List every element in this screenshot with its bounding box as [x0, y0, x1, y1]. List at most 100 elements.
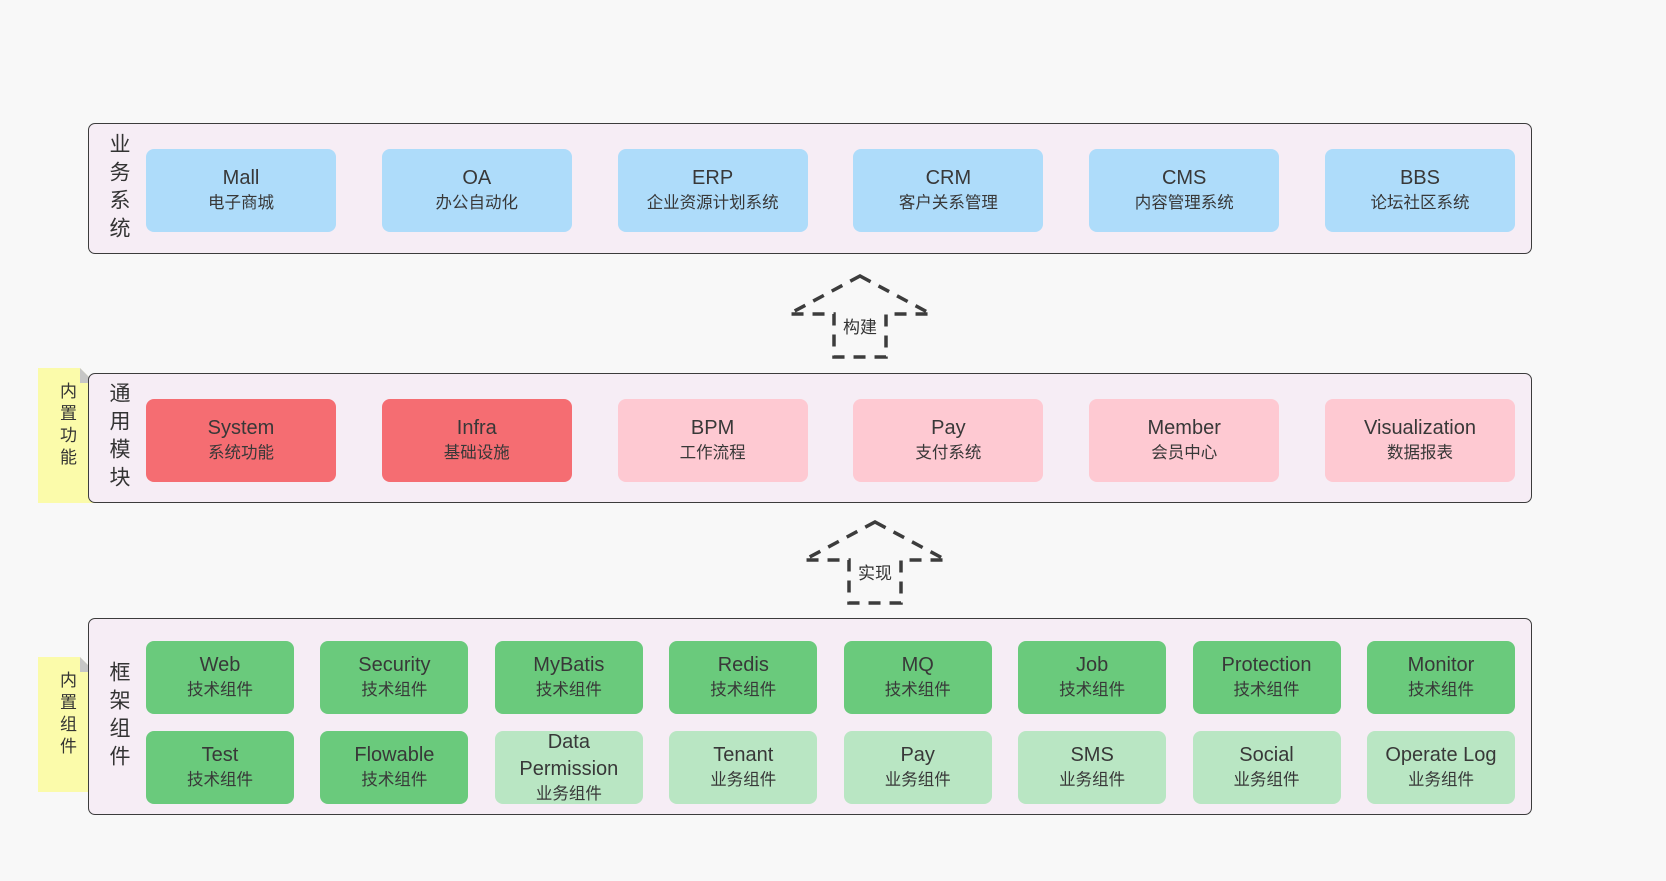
module-subtitle: 电子商城: [208, 194, 274, 213]
module-subtitle: 技术组件: [361, 771, 428, 790]
business-systems-row: Mall 电子商城 OA 办公自动化 ERP 企业资源计划系统 CRM 客户关系管理 CMS 内容…: [146, 149, 1515, 232]
module-name: Protection: [1221, 654, 1312, 677]
module-name: System: [207, 417, 275, 440]
module-box-pay: Pay 支付系统: [853, 399, 1044, 482]
module-subtitle: 技术组件: [361, 681, 428, 700]
module-name: Monitor: [1407, 654, 1475, 677]
arrow-implement: 实现: [800, 518, 950, 606]
module-subtitle: 技术组件: [1407, 681, 1474, 700]
module-name: Tenant: [713, 744, 774, 767]
module-name: CRM: [925, 167, 972, 190]
module-box-crm: CRM 客户关系管理: [853, 149, 1044, 232]
module-subtitle: 技术组件: [187, 771, 253, 790]
module-name: BBS: [1399, 167, 1440, 190]
module-subtitle: 业务组件: [710, 771, 777, 790]
module-subtitle: 业务组件: [1407, 771, 1474, 790]
module-name: SMS: [1070, 744, 1114, 767]
module-name: Member: [1147, 417, 1221, 440]
module-name: Pay: [931, 417, 966, 440]
band-label-framework-components: 框架组件: [107, 660, 130, 773]
module-name: BPM: [690, 417, 735, 440]
module-subtitle: 技术组件: [1233, 681, 1300, 700]
arrow-build-label: 构建: [840, 312, 880, 339]
module-name: Job: [1075, 654, 1109, 677]
band-business-systems: 业务系统 Mall 电子商城 OA 办公自动化 ERP 企业资源计划系统 CRM 客户关系管理…: [88, 123, 1532, 254]
module-subtitle: 企业资源计划系统: [646, 194, 779, 213]
sticky-note-builtin-components: 内置组件: [38, 657, 95, 792]
module-name: Flowable: [354, 744, 435, 767]
module-name: OA: [462, 167, 492, 190]
module-subtitle: 数据报表: [1386, 444, 1453, 463]
module-box-security: Security 技术组件: [320, 641, 469, 714]
module-box-sms: SMS 业务组件: [1018, 731, 1167, 804]
module-box-visualization: Visualization 数据报表: [1324, 399, 1515, 482]
module-name: Redis: [717, 654, 769, 677]
module-box-infra: Infra 基础设施: [381, 399, 572, 482]
module-box-social: Social 业务组件: [1192, 731, 1341, 804]
module-subtitle: 业务组件: [535, 784, 602, 803]
module-subtitle: 技术组件: [187, 681, 253, 700]
module-subtitle: 支付系统: [915, 444, 982, 463]
module-name: Social: [1239, 744, 1294, 767]
module-subtitle: 技术组件: [884, 681, 951, 700]
module-subtitle: 客户关系管理: [898, 194, 998, 213]
band-label-common-modules: 通用模块: [107, 382, 130, 494]
dashed-up-arrow-icon: [788, 274, 932, 359]
module-box-member: Member 会员中心: [1089, 399, 1280, 482]
module-name: MQ: [901, 654, 934, 677]
module-box-protection: Protection 技术组件: [1192, 641, 1341, 714]
module-box-redis: Redis 技术组件: [669, 641, 818, 714]
sticky-note-label: 内置组件: [57, 671, 76, 759]
module-name: Web: [199, 654, 241, 677]
module-subtitle: 基础设施: [443, 444, 510, 463]
module-name: ERP: [692, 167, 734, 190]
module-subtitle: 技术组件: [535, 681, 602, 700]
module-box-web: Web 技术组件: [146, 641, 294, 714]
module-box-flowable: Flowable 技术组件: [320, 731, 469, 804]
module-box-cms: CMS 内容管理系统: [1089, 149, 1280, 232]
module-name: CMS: [1161, 167, 1207, 190]
module-name: Visualization: [1364, 417, 1476, 440]
module-box-bpm: BPM 工作流程: [617, 399, 808, 482]
module-box-oa: OA 办公自动化: [381, 149, 572, 232]
module-subtitle: 技术组件: [1059, 681, 1126, 700]
module-box-operate-log: Operate Log 业务组件: [1366, 731, 1515, 804]
module-box-tenant: Tenant 业务组件: [669, 731, 818, 804]
module-name: Mall: [222, 167, 260, 190]
module-subtitle: 技术组件: [710, 681, 777, 700]
module-box-data-permission: Data Permission 业务组件: [494, 730, 643, 804]
module-name: Infra: [456, 417, 497, 440]
module-subtitle: 业务组件: [1059, 771, 1126, 790]
module-name: Data Permission: [519, 730, 619, 780]
module-subtitle: 论坛社区系统: [1370, 194, 1470, 213]
module-subtitle: 工作流程: [679, 444, 746, 463]
module-name: Security: [358, 654, 431, 677]
module-box-erp: ERP 企业资源计划系统: [617, 149, 808, 232]
sticky-note-label: 内置功能: [57, 382, 76, 470]
module-box-mall: Mall 电子商城: [146, 149, 336, 232]
arrow-implement-label: 实现: [855, 558, 895, 585]
module-name: MyBatis: [533, 654, 605, 677]
module-subtitle: 业务组件: [884, 771, 951, 790]
module-box-pay: Pay 业务组件: [843, 731, 992, 804]
module-box-monitor: Monitor 技术组件: [1366, 641, 1515, 714]
module-name: Operate Log: [1385, 744, 1497, 767]
module-subtitle: 内容管理系统: [1134, 194, 1234, 213]
dashed-up-arrow-icon: [803, 520, 947, 605]
module-name: Pay: [900, 744, 935, 767]
module-subtitle: 业务组件: [1233, 771, 1300, 790]
arrow-build: 构建: [785, 272, 935, 360]
module-box-mybatis: MyBatis 技术组件: [494, 641, 643, 714]
module-subtitle: 办公自动化: [435, 194, 519, 213]
module-subtitle: 会员中心: [1151, 444, 1218, 463]
band-label-business-systems: 业务系统: [107, 132, 130, 245]
sticky-note-builtin-features: 内置功能: [38, 368, 95, 503]
